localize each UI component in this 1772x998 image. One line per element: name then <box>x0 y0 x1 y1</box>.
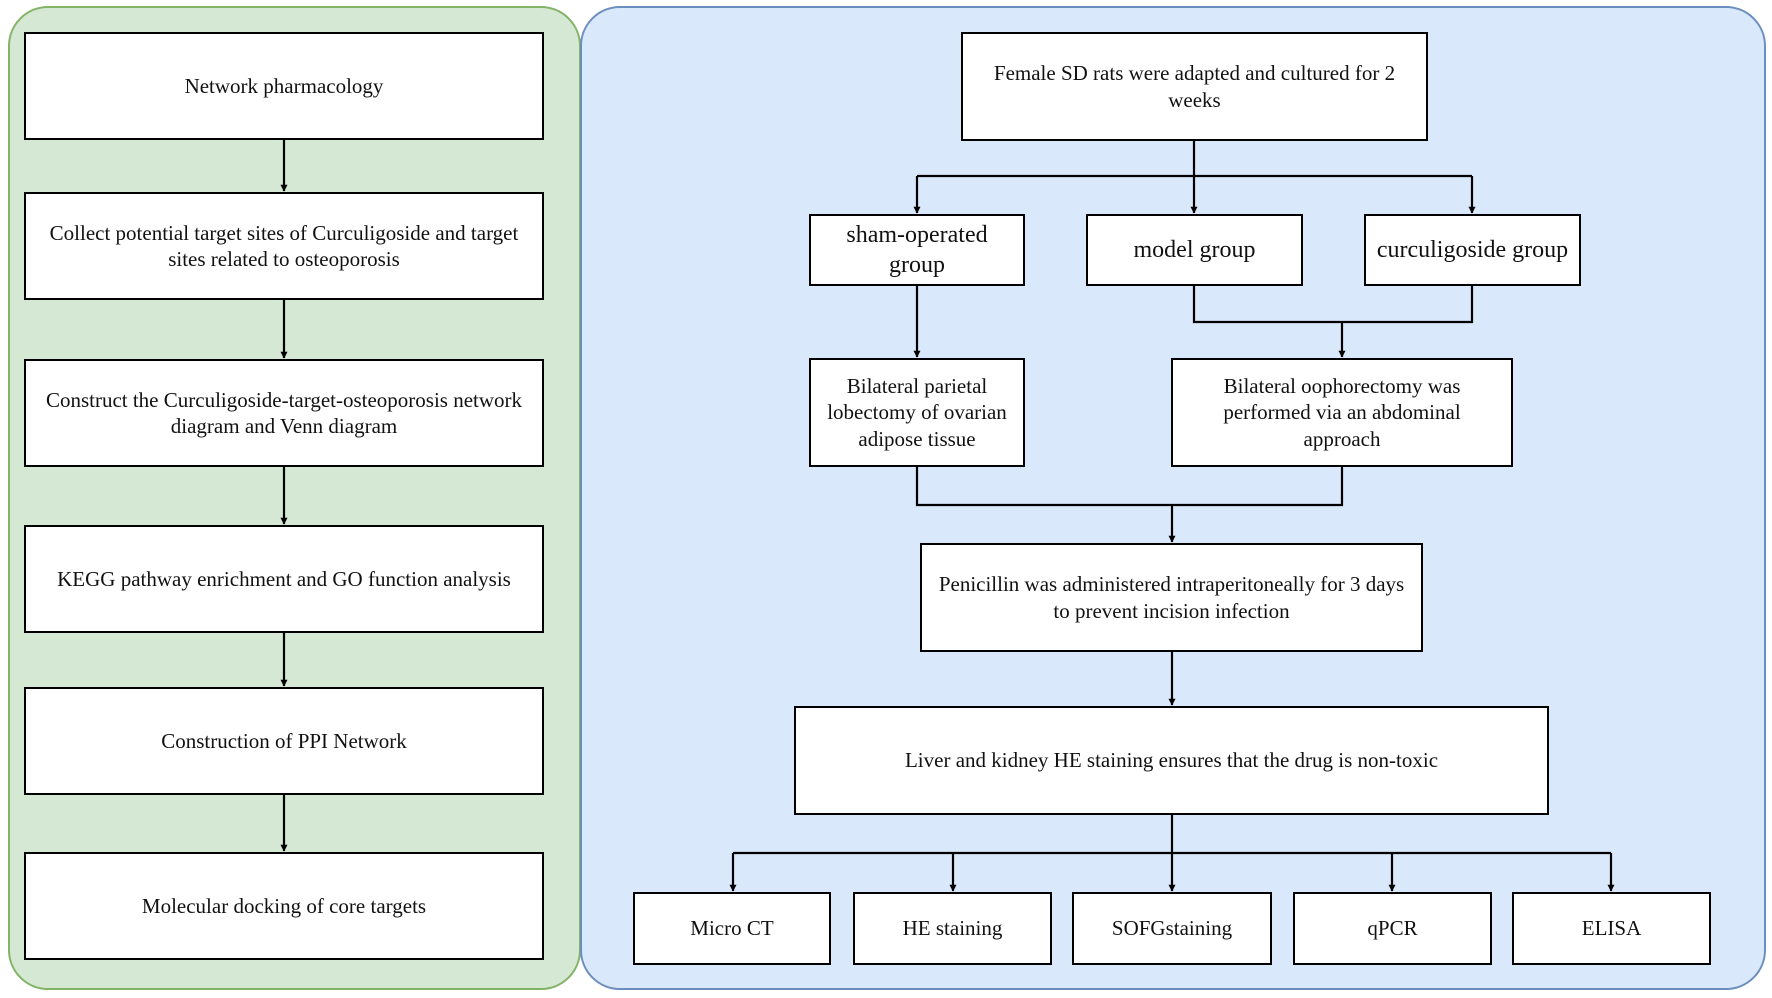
merge-model-curculigoside <box>1192 286 1474 324</box>
assay-he-staining-box: HE staining <box>853 892 1052 965</box>
assay-sofg-staining-box: SOFGstaining <box>1072 892 1272 965</box>
assay-elisa-box: ELISA <box>1512 892 1711 965</box>
toxicity-check-box: Liver and kidney HE staining ensures tha… <box>794 706 1549 815</box>
step-construct-network: Construct the Curculigoside-target-osteo… <box>24 359 544 467</box>
step-network-pharmacology: Network pharmacology <box>24 32 544 140</box>
sham-procedure-box: Bilateral parietal lobectomy of ovarian … <box>809 358 1025 467</box>
curculigoside-group-box: curculigoside group <box>1364 214 1581 286</box>
ovx-procedure-box: Bilateral oophorectomy was performed via… <box>1171 358 1513 467</box>
antibiotic-box: Penicillin was administered intraperiton… <box>920 543 1423 652</box>
assay-micro-ct-box: Micro CT <box>633 892 831 965</box>
sham-operated-group-box: sham-operated group <box>809 214 1025 286</box>
network-pharmacology-panel <box>8 6 581 990</box>
merge-procedures <box>915 467 1344 507</box>
assay-qpcr-box: qPCR <box>1293 892 1492 965</box>
step-collect-targets: Collect potential target sites of Curcul… <box>24 192 544 300</box>
step-ppi-network: Construction of PPI Network <box>24 687 544 795</box>
step-molecular-docking: Molecular docking of core targets <box>24 852 544 960</box>
start-box: Female SD rats were adapted and cultured… <box>961 32 1428 141</box>
model-group-box: model group <box>1086 214 1303 286</box>
step-kegg-go-analysis: KEGG pathway enrichment and GO function … <box>24 525 544 633</box>
